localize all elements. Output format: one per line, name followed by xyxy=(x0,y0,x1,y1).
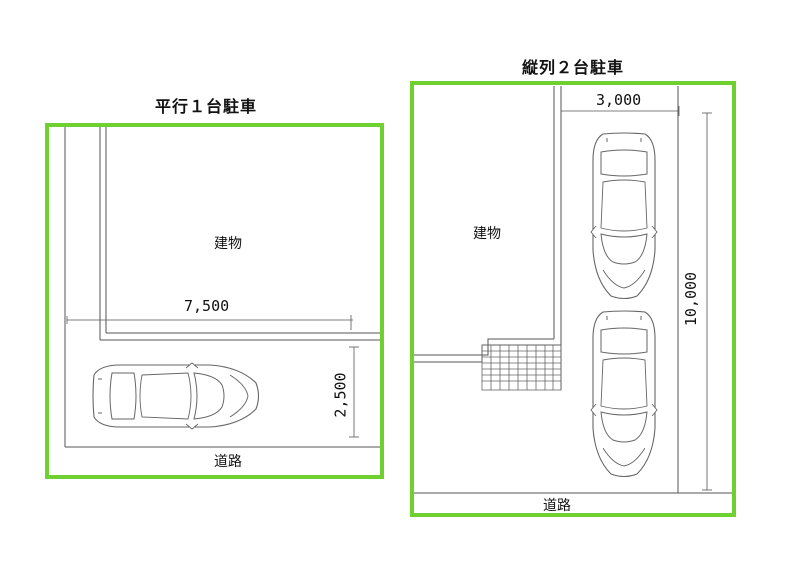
left-road-label: 道路 xyxy=(214,454,242,470)
right-frame xyxy=(410,81,736,517)
left-building-label: 建物 xyxy=(214,236,242,252)
left-frame xyxy=(45,123,384,479)
left-car-icon xyxy=(92,362,260,430)
right-car-top-icon xyxy=(590,132,658,300)
right-road-label: 道路 xyxy=(543,498,571,514)
left-plan xyxy=(45,123,384,479)
right-plan-title: 縦列２台駐車 xyxy=(522,58,625,77)
left-width-dimension: 7,500 xyxy=(184,297,230,315)
left-depth-dimension: 2,500 xyxy=(331,372,350,418)
right-plan xyxy=(410,81,736,517)
right-width-dimension: 3,000 xyxy=(596,91,642,109)
right-building-label: 建物 xyxy=(473,226,501,242)
right-car-bottom-icon xyxy=(590,310,658,478)
left-plan-title: 平行１台駐車 xyxy=(155,97,258,116)
right-length-dimension: 10,000 xyxy=(682,271,701,327)
